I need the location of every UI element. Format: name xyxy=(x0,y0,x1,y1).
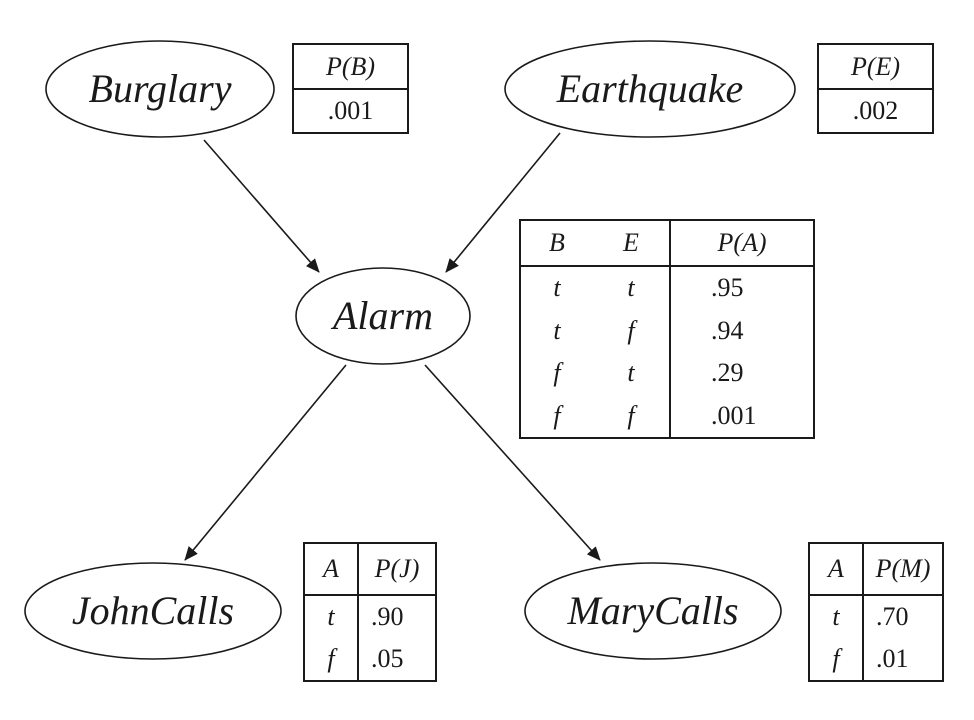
cpt-alarm-cell-e: t xyxy=(627,358,635,388)
cpt-mary-header-a: A xyxy=(809,543,863,596)
cpt-johncalls: A P(J) t .90 f .05 xyxy=(303,542,437,682)
table-row: f t .29 xyxy=(520,351,814,395)
node-johncalls: JohnCalls xyxy=(24,562,282,660)
table-row: f f .001 xyxy=(520,394,814,438)
table-row: t .70 xyxy=(809,595,943,638)
cpt-john-header-a: A xyxy=(304,543,358,596)
cpt-mary-header-p: P(M) xyxy=(862,543,943,596)
node-alarm: Alarm xyxy=(295,267,471,365)
cpt-mary-cell-a: t xyxy=(832,602,840,631)
edge-alarm-johncalls xyxy=(184,364,347,561)
cpt-alarm-cell-b: t xyxy=(553,315,561,345)
cpt-alarm-cell-b: f xyxy=(553,358,561,388)
node-johncalls-label: JohnCalls xyxy=(72,588,234,633)
cpt-alarm-cell-p: .29 xyxy=(669,351,814,395)
node-marycalls-label: MaryCalls xyxy=(566,588,738,633)
cpt-alarm-cell-p: .001 xyxy=(669,394,814,438)
cpt-john-cell-p: .90 xyxy=(357,595,436,638)
cpt-burglary: P(B) .001 xyxy=(292,43,409,134)
cpt-alarm-cell-e: f xyxy=(627,400,635,430)
cpt-alarm-header-b: B xyxy=(520,220,593,267)
cpt-alarm-cell-b: f xyxy=(553,400,561,430)
cpt-alarm-header-p: P(A) xyxy=(669,220,814,267)
edge-alarm-marycalls xyxy=(424,364,601,561)
node-burglary-label: Burglary xyxy=(89,66,232,111)
cpt-burglary-value: .001 xyxy=(327,96,374,125)
cpt-alarm-cell-b: t xyxy=(553,273,561,303)
node-marycalls: MaryCalls xyxy=(524,562,782,660)
cpt-earthquake-value: .002 xyxy=(852,96,899,125)
node-earthquake-label: Earthquake xyxy=(556,66,744,111)
node-alarm-label: Alarm xyxy=(330,293,433,338)
cpt-alarm-cell-e: f xyxy=(627,315,635,345)
cpt-burglary-header: P(B) xyxy=(293,44,408,90)
cpt-alarm-cell-p: .94 xyxy=(669,309,814,352)
cpt-mary-cell-p: .70 xyxy=(862,595,943,638)
table-row: t f .94 xyxy=(520,309,814,352)
node-burglary: Burglary xyxy=(45,40,275,138)
cpt-earthquake: P(E) .002 xyxy=(817,43,934,134)
cpt-alarm-cell-p: .95 xyxy=(669,266,814,310)
cpt-alarm: B E P(A) t t .95 t f .94 f t .29 f f .00… xyxy=(519,219,815,439)
cpt-john-cell-p: .05 xyxy=(357,638,436,681)
cpt-alarm-header-e: E xyxy=(593,220,670,267)
edge-burglary-alarm xyxy=(203,139,320,273)
table-row: f .01 xyxy=(809,638,943,681)
cpt-alarm-cell-e: t xyxy=(627,273,635,303)
table-row: t t .95 xyxy=(520,266,814,310)
cpt-mary-cell-a: f xyxy=(832,644,840,673)
table-row: t .90 xyxy=(304,595,436,638)
cpt-john-cell-a: t xyxy=(327,602,335,631)
edge-earthquake-alarm xyxy=(445,132,561,273)
cpt-john-cell-a: f xyxy=(327,644,335,673)
node-earthquake: Earthquake xyxy=(504,40,796,138)
cpt-john-header-p: P(J) xyxy=(357,543,436,596)
cpt-mary-cell-p: .01 xyxy=(862,638,943,681)
cpt-earthquake-header: P(E) xyxy=(818,44,933,90)
cpt-marycalls: A P(M) t .70 f .01 xyxy=(808,542,944,682)
table-row: f .05 xyxy=(304,638,436,681)
